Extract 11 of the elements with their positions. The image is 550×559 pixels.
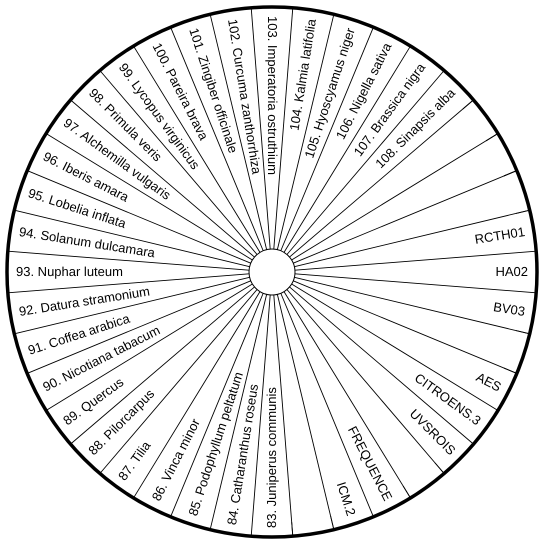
sector-label: 87. Tilia [115,438,154,484]
sector-label: BV03 [492,299,526,320]
sector-label: HA02 [495,264,528,280]
sector-label: 93. Nuphar luteum [16,264,123,280]
empty-sector [402,462,445,498]
sector-label: 83. Juniperus communis [264,387,280,528]
empty-sector [503,330,530,374]
sector-label: 103. Imperatoria ostruthium [264,16,280,175]
empty-sector [503,170,530,214]
empty-sector [291,516,334,537]
sector-label: RCTH01 [474,224,526,248]
